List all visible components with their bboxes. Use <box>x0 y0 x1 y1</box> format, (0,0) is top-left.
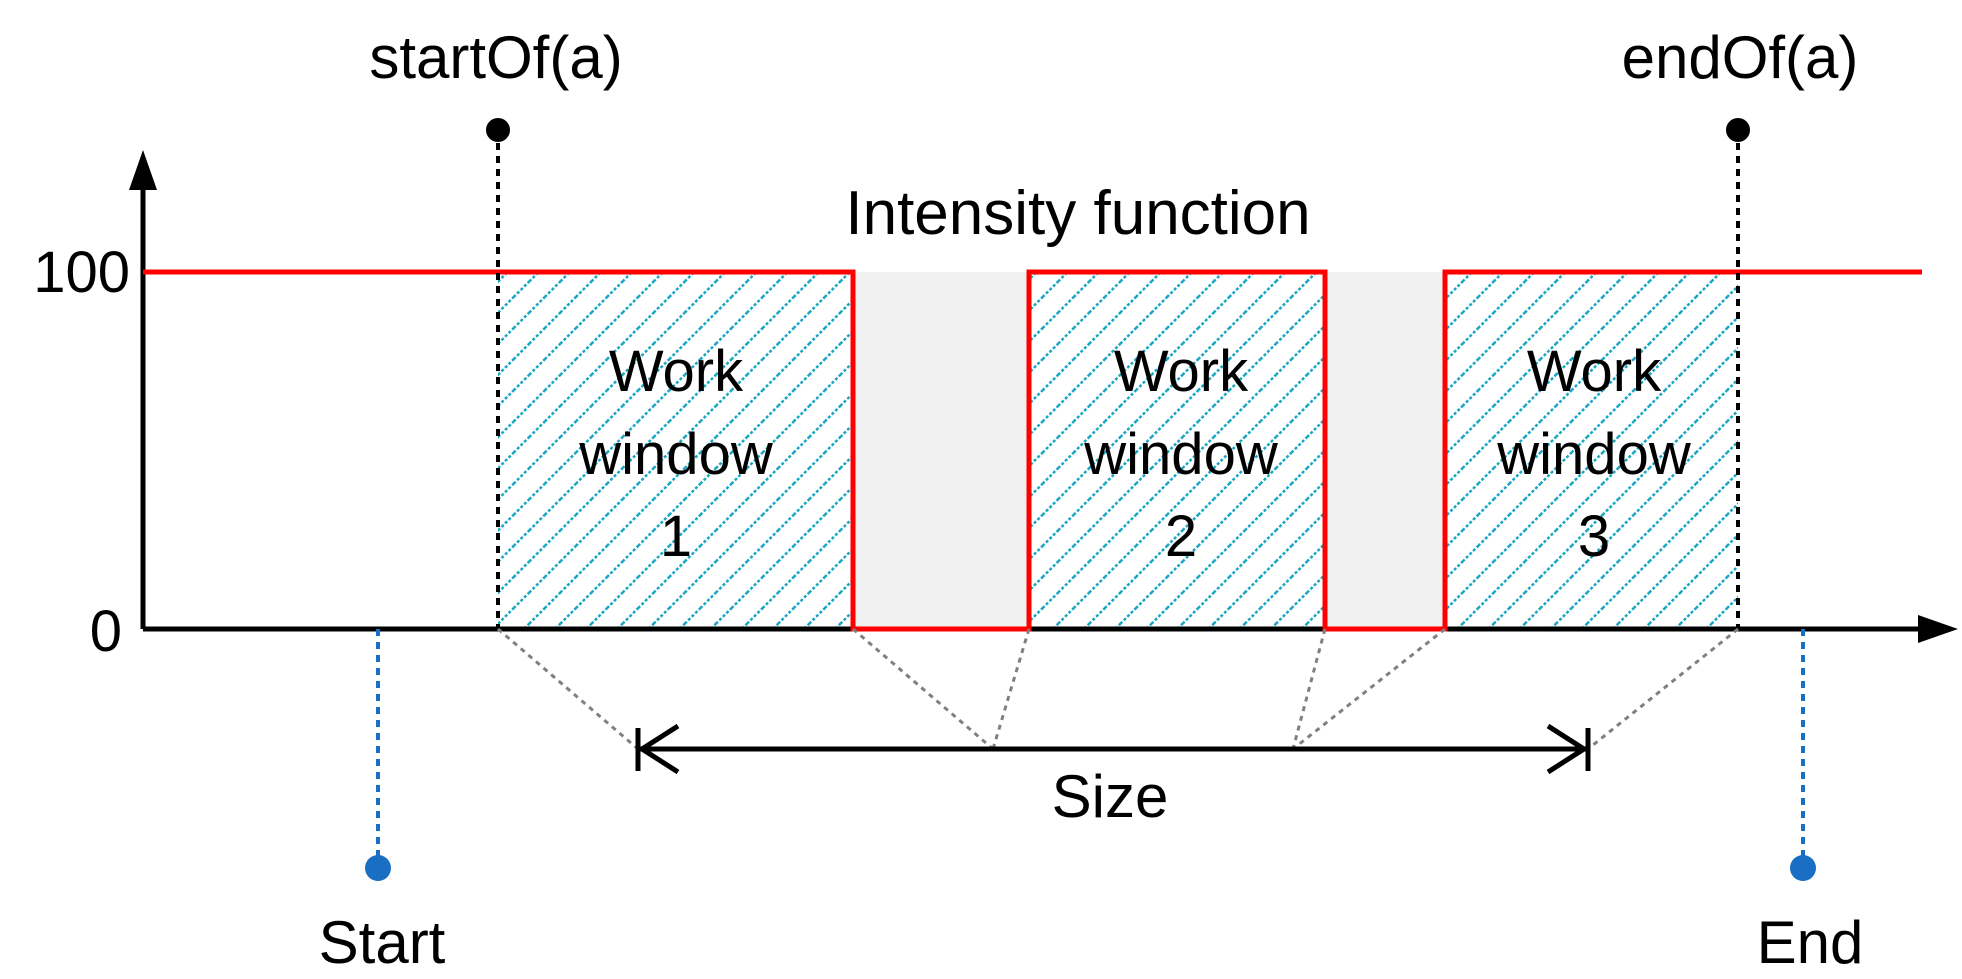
size-guide-lines <box>497 627 1739 751</box>
y-tick-100: 100 <box>33 240 130 305</box>
svg-text:Work: Work <box>609 339 744 404</box>
size-arrow-left-head-icon <box>637 723 680 775</box>
work-window-1-area <box>498 272 853 629</box>
end-marker-dot <box>1790 855 1816 881</box>
work-window-1-label: Work window 1 <box>578 339 774 569</box>
y-axis-arrow-icon <box>129 150 157 190</box>
work-window-3-label: Work window 3 <box>1496 339 1692 569</box>
y-tick-0: 0 <box>90 599 122 664</box>
end-of-label: endOf(a) <box>1622 24 1859 91</box>
start-marker-dot <box>365 855 391 881</box>
diagram-title: Intensity function <box>845 179 1310 248</box>
x-axis-arrow-icon <box>1918 615 1958 643</box>
size-arrow-right-head-icon <box>1546 723 1589 775</box>
end-label: End <box>1757 909 1864 976</box>
work-window-2-area <box>1029 272 1325 629</box>
svg-text:2: 2 <box>1165 504 1197 569</box>
start-label: Start <box>319 909 446 976</box>
end-of-marker-dot <box>1726 118 1750 142</box>
intensity-function-line <box>143 269 1922 632</box>
svg-text:window: window <box>578 422 774 487</box>
gap-region-1 <box>853 272 1029 629</box>
start-of-marker-dot <box>486 118 510 142</box>
svg-text:Work: Work <box>1114 339 1249 404</box>
work-window-3-area <box>1445 272 1738 629</box>
size-label: Size <box>1052 763 1169 830</box>
svg-text:window: window <box>1496 422 1692 487</box>
svg-text:3: 3 <box>1578 504 1610 569</box>
gap-region-2 <box>1325 272 1445 629</box>
svg-text:Work: Work <box>1527 339 1662 404</box>
start-of-label: startOf(a) <box>369 24 622 91</box>
work-window-2-label: Work window 2 <box>1083 339 1279 569</box>
svg-text:1: 1 <box>660 504 692 569</box>
svg-text:window: window <box>1083 422 1279 487</box>
